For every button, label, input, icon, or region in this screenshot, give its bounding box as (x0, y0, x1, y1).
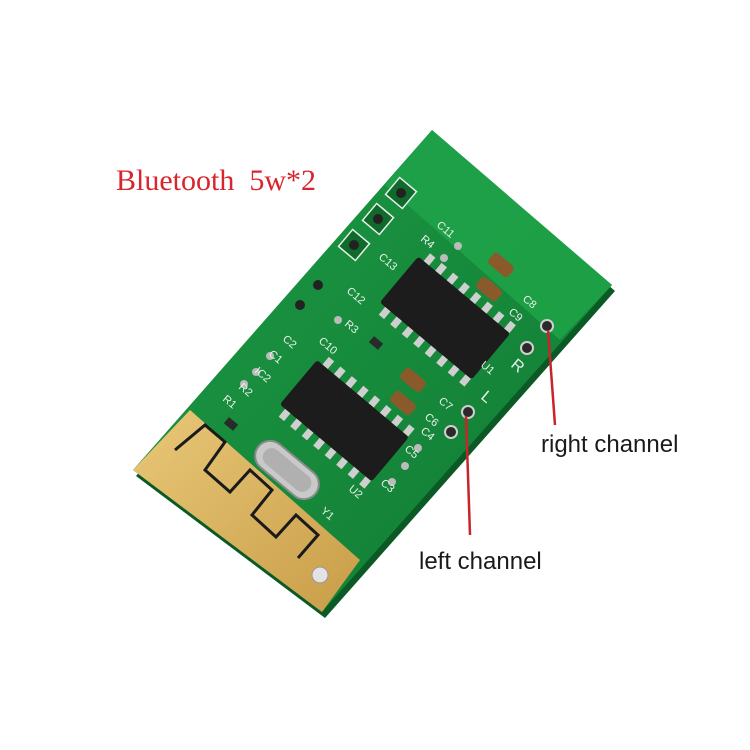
left-channel-label: left channel (419, 548, 542, 575)
capacitors (223, 242, 514, 486)
gold-antenna-pad (133, 410, 360, 612)
amplifier-ic-u1 (378, 253, 516, 387)
antenna-trace (174, 423, 321, 559)
left-channel-pointer (464, 415, 472, 536)
right-channel-label: right channel (541, 431, 679, 458)
crystal-oscillator-y1 (254, 439, 320, 501)
right-channel-pointer (546, 329, 557, 426)
mounting-hole (311, 566, 329, 584)
bluetooth-ic-u2 (278, 356, 415, 489)
page-title: Bluetooth 5w*2 (116, 164, 316, 197)
right-channel-pads (520, 319, 554, 355)
left-pin-header (295, 176, 418, 310)
left-channel-pads (444, 405, 475, 439)
antenna-keepout-area (385, 130, 612, 340)
